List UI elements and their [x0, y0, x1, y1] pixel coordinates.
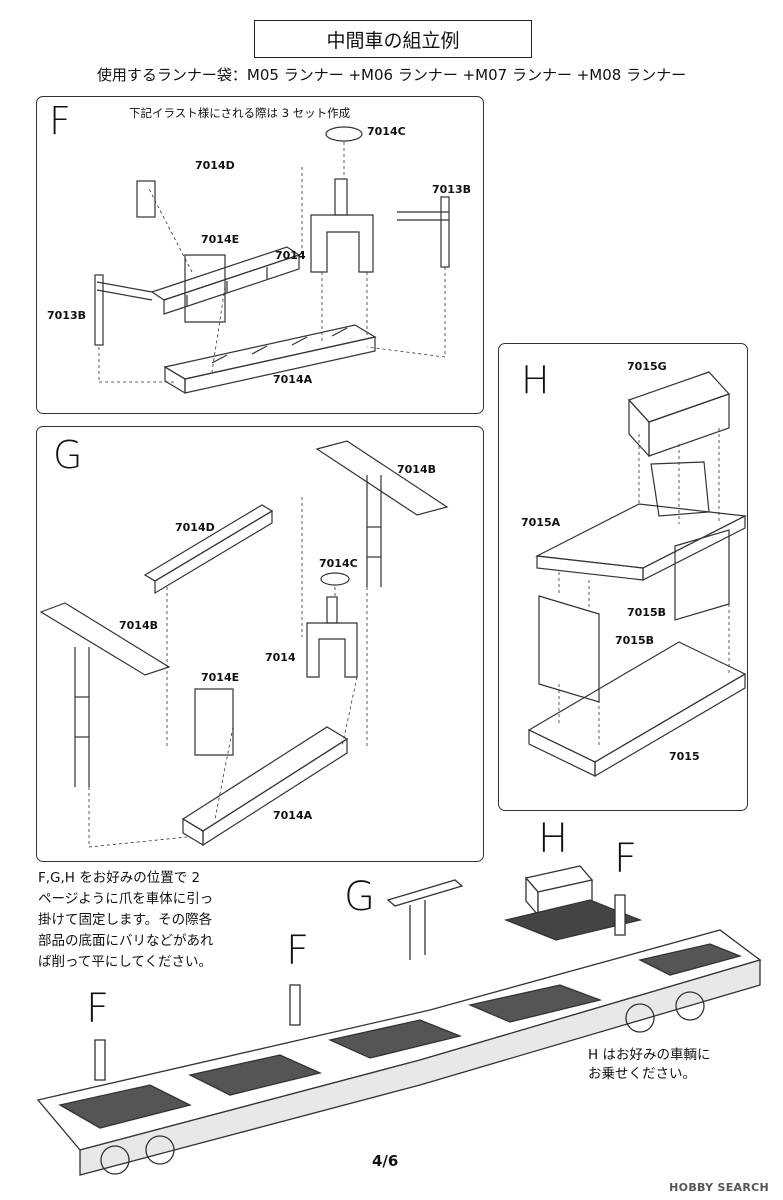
part-7014c: [325, 126, 363, 142]
label-7014: 7014: [275, 249, 306, 262]
label-7015: 7015: [669, 750, 700, 763]
mounting-note-line: ページように爪を車体に引っ: [38, 891, 214, 907]
label-7013b-left: 7013B: [47, 309, 86, 322]
car-letter-h: H: [538, 816, 569, 862]
label-7015b-1: 7015B: [627, 606, 666, 619]
page-title-text: 中間車の組立例: [326, 29, 460, 52]
label-7014d: 7014D: [175, 521, 215, 534]
page-title: 中間車の組立例: [254, 20, 532, 58]
panel-h-letter: H: [521, 358, 550, 402]
part-7014b-top: [315, 440, 449, 516]
label-7014d: 7014D: [195, 159, 235, 172]
panel-g-illustration: [39, 440, 449, 848]
part-7014d: [143, 504, 274, 582]
label-7013b-top: 7013B: [432, 183, 471, 196]
part-7015g: [627, 371, 731, 423]
panel-g-letter: G: [53, 433, 83, 477]
part-7014a: [181, 726, 349, 832]
label-7014c: 7014C: [367, 125, 406, 138]
label-7015g: 7015G: [627, 360, 667, 373]
car-letter-g: G: [344, 874, 375, 920]
mounting-note-line: F,G,H をお好みの位置で 2: [38, 870, 201, 886]
part-7014e: [184, 254, 226, 323]
panel-f-illustration: [94, 126, 450, 395]
panel-f: F 下記イラスト様にされる際は 3 セット作成 7014C 7014D 7013…: [36, 96, 484, 414]
h-vehicle-note-line: H はお好みの車輌に: [588, 1047, 711, 1063]
car-letter-f-mid: F: [286, 928, 310, 974]
label-7014b-left: 7014B: [119, 619, 158, 632]
part-7015b-left: [538, 595, 600, 703]
label-7014e: 7014E: [201, 233, 240, 246]
label-7014a: 7014A: [273, 809, 313, 822]
part-7014e: [194, 688, 234, 756]
mounting-note-line: 部品の底面にバリなどがあれ: [38, 933, 214, 949]
part-7014: [310, 214, 374, 273]
panel-h-illustration: [527, 371, 747, 778]
car-letter-f-right: F: [614, 836, 638, 882]
panel-g: G 7014B 7014D 7014C 7014B 7014 7014E 701…: [36, 426, 484, 862]
watermark: HOBBY SEARCH: [669, 1181, 769, 1194]
part-7015: [527, 641, 747, 763]
part-7014c: [320, 572, 350, 586]
part-7014b-left: [39, 602, 171, 676]
panel-f-note: 下記イラスト様にされる際は 3 セット作成: [129, 106, 351, 120]
label-7014: 7014: [265, 651, 296, 664]
part-7014a: [163, 324, 377, 380]
label-7014e: 7014E: [201, 671, 240, 684]
label-7015b-2: 7015B: [615, 634, 654, 647]
panel-h: H 7015G 7015A 7015B 7015B 7015: [498, 343, 748, 811]
car-letter-f-left: F: [86, 986, 110, 1032]
mounting-note: F,G,H をお好みの位置で 2 ページように爪を車体に引っ 掛けて固定します。…: [38, 868, 214, 973]
label-7015a: 7015A: [521, 516, 561, 529]
mounting-note-line: ば削って平にしてください。: [38, 954, 213, 970]
label-7014b-top: 7014B: [397, 463, 436, 476]
h-vehicle-note-line: お乗せください。: [588, 1066, 696, 1082]
part-7014: [306, 622, 358, 678]
page-number: 4/6: [372, 1152, 399, 1170]
label-7014a: 7014A: [273, 373, 313, 386]
part-7015a: [534, 503, 747, 569]
runner-bags-line: 使用するランナー袋：M05 ランナー +M06 ランナー +M07 ランナー +…: [96, 66, 687, 84]
panel-f-letter: F: [49, 99, 71, 143]
mounting-note-line: 掛けて固定します。その際各: [38, 912, 213, 928]
h-vehicle-note: H はお好みの車輌に お乗せください。: [588, 1046, 710, 1084]
label-7014c: 7014C: [319, 557, 358, 570]
part-7015b-right: [674, 529, 730, 621]
